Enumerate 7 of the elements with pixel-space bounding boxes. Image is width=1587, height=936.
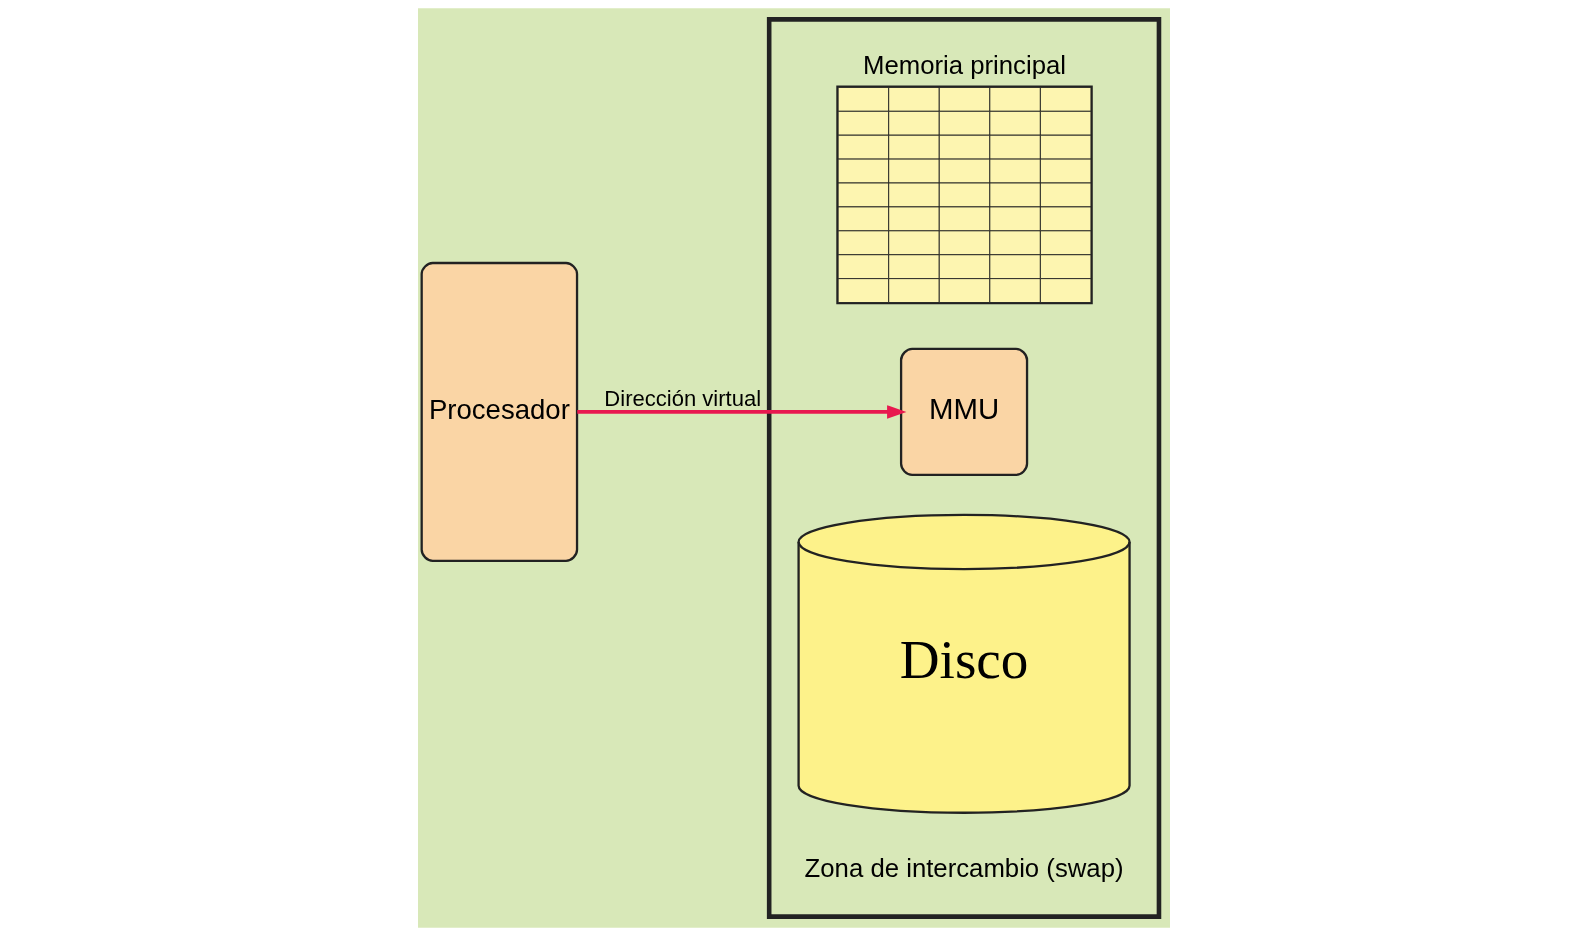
node-label: Memoria principal	[862, 50, 1066, 79]
node-box: Procesador	[420, 261, 578, 562]
node-label: Zona de intercambio (swap)	[804, 854, 1124, 882]
arrow	[576, 405, 906, 419]
node-box: MMU	[899, 347, 1028, 477]
cluster	[766, 17, 1161, 919]
edge-label: Dirección virtual	[603, 385, 761, 411]
